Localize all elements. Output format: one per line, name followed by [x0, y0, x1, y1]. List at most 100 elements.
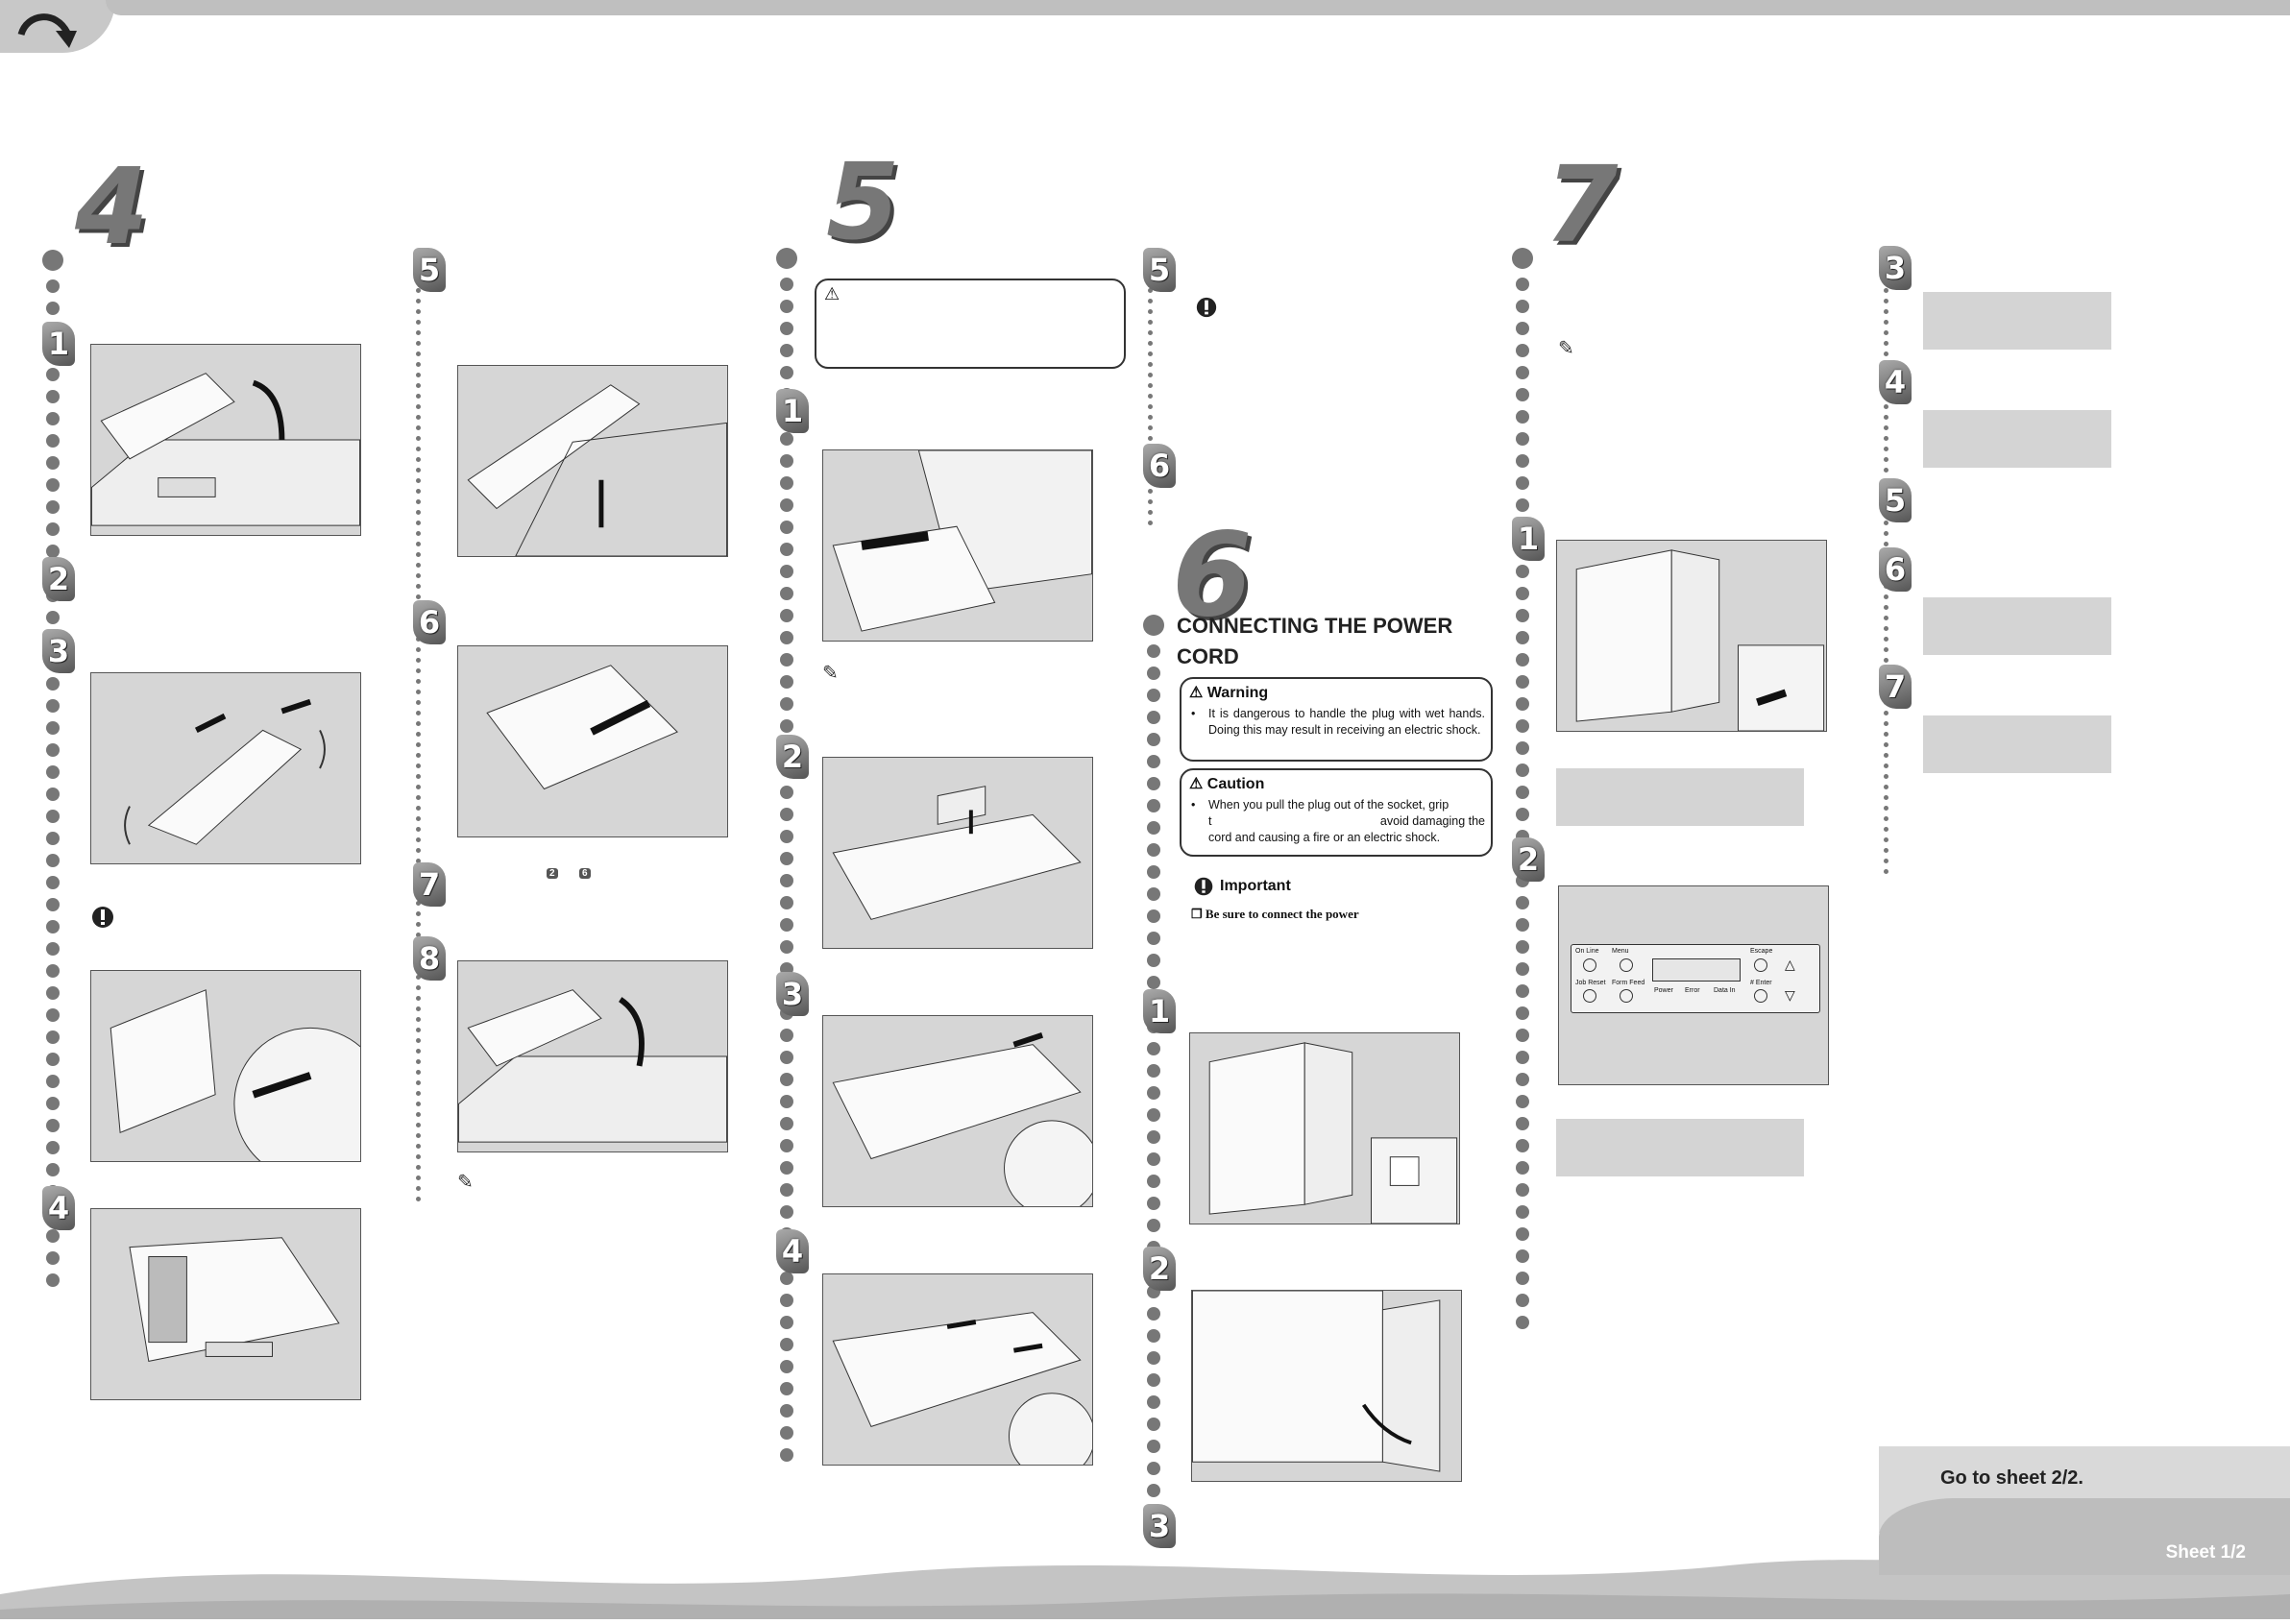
step-badge: 2 — [42, 557, 75, 601]
caution-box: ⚠ Caution • When you pull the plug out o… — [1180, 768, 1493, 857]
illustration-insert-cartridges — [90, 1208, 361, 1400]
warning-title: Warning — [1206, 685, 1269, 701]
control-panel: On Line Menu Escape Job Reset Form Feed … — [1571, 944, 1820, 1013]
step-badge: 4 — [1879, 360, 1912, 404]
jobreset-button[interactable] — [1583, 989, 1596, 1003]
step-badge: 3 — [1879, 246, 1912, 290]
illustration-pull-tray — [822, 449, 1093, 642]
step-badge: 6 — [1879, 547, 1912, 592]
illustration-side-guides — [822, 1015, 1093, 1207]
section-title: CONNECTING THE POWER CORD — [1177, 614, 1453, 668]
warning-triangle-icon: ⚠ — [1189, 685, 1204, 701]
illustration-remove-tape — [90, 970, 361, 1162]
sheet-tab: Sheet 1/2 — [1879, 1498, 2290, 1575]
escape-button[interactable] — [1754, 958, 1767, 972]
gray-placeholder-box — [1556, 1119, 1804, 1176]
illustration-power-switch-on — [1556, 540, 1827, 732]
illustration-power-switch-off — [1189, 1032, 1460, 1224]
illustration-shake-cartridge — [90, 672, 361, 864]
gray-placeholder-box — [1556, 768, 1804, 826]
step-badge: 1 — [1143, 989, 1176, 1033]
step-badge: 3 — [776, 972, 809, 1016]
formfeed-button[interactable] — [1620, 989, 1633, 1003]
step-ref-badge: 2 — [547, 868, 558, 879]
section-number-7: 7 — [1545, 143, 1619, 266]
top-bar — [106, 0, 2290, 15]
pencil-note-icon: ✎ — [1558, 338, 1574, 359]
step-badge: 2 — [1143, 1247, 1176, 1291]
gray-placeholder-box — [1923, 597, 2111, 655]
section4-dot-rail — [42, 250, 63, 1296]
important-title: Important — [1220, 878, 1291, 894]
goto-text[interactable]: Go to sheet 2/2. — [1940, 1467, 2083, 1489]
gray-placeholder-box — [1923, 715, 2111, 773]
illustration-load-paper — [822, 1273, 1093, 1466]
online-button[interactable] — [1583, 958, 1596, 972]
menu-label: Menu — [1612, 948, 1629, 955]
curved-arrow-icon — [17, 6, 79, 50]
up-arrow-icon[interactable]: △ — [1785, 957, 1795, 972]
error-label: Error — [1685, 987, 1700, 994]
step-ref-badge: 6 — [579, 868, 591, 879]
gray-placeholder-box — [1923, 292, 2111, 350]
section4b-dot-rail — [415, 288, 421, 1207]
enter-button[interactable] — [1754, 989, 1767, 1003]
step-badge: 6 — [413, 600, 446, 644]
caution-title: Caution — [1206, 776, 1265, 792]
caution-text-a: When you pull the plug out of the socket… — [1208, 798, 1450, 812]
section-number-5: 5 — [826, 140, 900, 263]
step-badge: 1 — [776, 389, 809, 433]
gray-placeholder-box — [1923, 410, 2111, 468]
section5b-dot-rail — [1147, 288, 1153, 531]
control-panel-illustration: On Line Menu Escape Job Reset Form Feed … — [1558, 885, 1829, 1085]
important-text-value: Be sure to connect the power — [1205, 907, 1359, 921]
data-label: Data In — [1714, 987, 1736, 994]
section6-dot-rail — [1143, 615, 1164, 1550]
step-badge: 4 — [776, 1229, 809, 1273]
pencil-note-icon: ✎ — [457, 1172, 474, 1193]
formfeed-label: Form Feed — [1612, 980, 1645, 986]
important-icon — [1195, 296, 1218, 324]
section-number-4: 4 — [75, 145, 149, 268]
caution-text-d: cord and causing a fire or an electric s… — [1208, 831, 1441, 844]
down-arrow-icon[interactable]: ▽ — [1785, 987, 1795, 1003]
lcd-display — [1652, 958, 1741, 982]
step-badge: 3 — [1143, 1504, 1176, 1548]
illustration-tray-guide — [822, 757, 1093, 949]
jobreset-label: Job Reset — [1575, 980, 1606, 986]
step-badge: 7 — [413, 862, 446, 907]
important-icon — [90, 905, 115, 934]
step-badge: 1 — [1512, 517, 1545, 561]
step-badge: 1 — [42, 322, 75, 366]
caution-text-c: avoid damaging the — [1379, 814, 1485, 828]
menu-button[interactable] — [1620, 958, 1633, 972]
illustration-insert-cartridge — [457, 365, 728, 557]
sheet-label: Sheet 1/2 — [2165, 1542, 2246, 1563]
step-badge: 2 — [1512, 837, 1545, 882]
important-icon — [1194, 877, 1213, 896]
step-badge: 8 — [413, 936, 446, 981]
warning-text: It is dangerous to handle the plug with … — [1208, 707, 1485, 737]
step-badge: 5 — [413, 248, 446, 292]
step-badge: 5 — [1879, 478, 1912, 522]
illustration-open-cover — [90, 344, 361, 536]
step-badge: 5 — [1143, 248, 1176, 292]
illustration-push-cartridge — [457, 645, 728, 837]
warning-triangle-icon: ⚠ — [1189, 776, 1204, 792]
important-text: ❐ Be sure to connect the power — [1191, 907, 1359, 921]
section-number-6: 6 — [1172, 509, 1253, 642]
caution-text-b: t — [1208, 814, 1212, 828]
enter-label: # Enter — [1750, 980, 1772, 986]
important-heading: Important — [1193, 876, 1291, 897]
warning-box: ⚠ Warning •It is dangerous to handle the… — [1180, 677, 1493, 762]
section7-dot-rail — [1512, 248, 1533, 1338]
warning-triangle-icon: ⚠ — [824, 284, 840, 303]
step-badge: 3 — [42, 629, 75, 673]
online-label: On Line — [1575, 948, 1599, 955]
step-badge: 4 — [42, 1186, 75, 1230]
illustration-plug-cord — [1191, 1290, 1462, 1482]
step-badge: 7 — [1879, 665, 1912, 709]
pencil-note-icon: ✎ — [822, 663, 839, 684]
bottom-wave — [0, 1527, 2290, 1619]
step-badge: 2 — [776, 735, 809, 779]
